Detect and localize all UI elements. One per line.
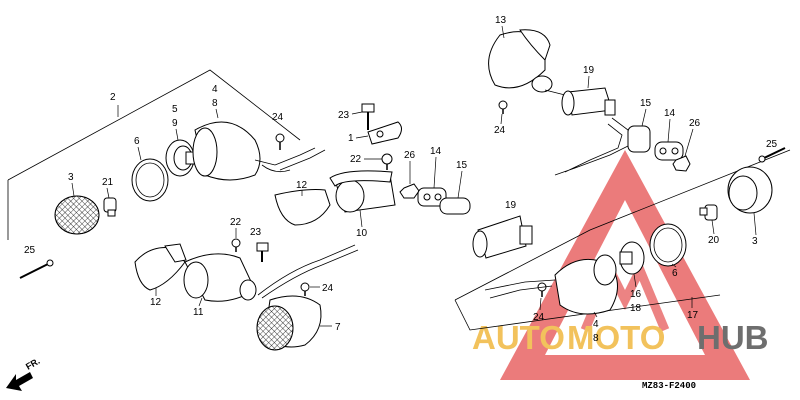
callout-6-left: 6 [134, 136, 140, 147]
relay-19-center [472, 215, 533, 259]
callout-19-upper: 19 [583, 65, 595, 76]
screw-24-lower-right [537, 282, 547, 297]
plate-14-center [417, 187, 447, 207]
callout-24-lower-left: 24 [322, 283, 334, 294]
bolt-23-lower [256, 242, 269, 262]
center-hardware: 23 1 22 12 10 26 14 15 19 [274, 103, 533, 259]
lens-3-right [727, 166, 773, 214]
callout-2: 2 [110, 92, 116, 103]
nut-26-upper [672, 155, 691, 172]
callout-5: 5 [172, 104, 178, 115]
callout-1: 1 [348, 133, 354, 144]
callout-26-upper: 26 [689, 118, 701, 129]
callout-21: 21 [102, 177, 114, 188]
winker-body-4-8 [192, 121, 291, 181]
callout-11: 11 [193, 307, 204, 318]
diagram-code: MZ83-F2400 [642, 381, 696, 391]
callout-24-upper-right: 24 [494, 125, 506, 136]
winker-7 [256, 295, 322, 351]
callout-22-upper: 22 [350, 154, 362, 165]
callout-12-upper: 12 [296, 180, 308, 191]
fr-label: FR. [24, 356, 42, 372]
assembly-2-frame [7, 69, 301, 181]
bulb-21 [103, 197, 117, 217]
winker-13 [488, 29, 566, 96]
callout-24-upper: 24 [272, 112, 284, 123]
callout-6-right: 6 [672, 268, 678, 279]
wire-harness-lower-left [257, 244, 359, 299]
callout-15-upper: 15 [640, 98, 652, 109]
callout-14-center: 14 [430, 146, 442, 157]
callout-16: 16 [630, 289, 642, 300]
callout-24-lower-right: 24 [533, 312, 545, 323]
callout-15-center: 15 [456, 160, 468, 171]
front-left-winker-assembly: 2 3 21 6 5 9 4 8 24 25 [7, 69, 326, 279]
bolt-25-right [758, 147, 786, 163]
winker-body-4-8-right [554, 254, 618, 315]
assembly-17-frame-lower [454, 294, 721, 331]
wire-harness-upper-left [274, 147, 326, 171]
watermark-moto: MOTO [567, 319, 665, 356]
callout-23-lower: 23 [250, 227, 262, 238]
callout-3-right: 3 [752, 236, 758, 247]
direction-indicator: FR. [6, 356, 42, 391]
callout-17: 17 [687, 310, 699, 321]
callout-9: 9 [172, 118, 178, 129]
front-right-winker-assembly: 12 11 22 23 24 7 [134, 217, 359, 351]
callout-8-left: 8 [212, 98, 218, 109]
wire-harness-lower-right [484, 279, 556, 299]
plate-15-center [439, 197, 471, 215]
watermark-triangle [500, 150, 750, 380]
callout-4-right: 4 [593, 319, 599, 330]
relay-19-upper [561, 87, 616, 116]
bracket-10 [329, 170, 396, 213]
plate-15-upper [627, 125, 651, 153]
callout-23-upper: 23 [338, 110, 350, 121]
watermark-auto: AUTO [472, 319, 565, 356]
callout-12-lower: 12 [150, 297, 162, 308]
rear-winker-assembly: 13 19 24 15 14 26 25 3 20 6 16 18 17 24 … [454, 15, 791, 344]
bolt-25-left [19, 259, 54, 279]
clamp-1 [367, 121, 402, 145]
callout-25-left: 25 [24, 245, 36, 256]
callout-19-center: 19 [505, 200, 517, 211]
socket-16-18 [619, 241, 645, 275]
callout-4-left: 4 [212, 84, 218, 95]
screw-22-upper [381, 153, 393, 170]
rim-6 [131, 158, 169, 202]
screw-24-upper-right [498, 100, 508, 114]
cover-12-upper [274, 189, 331, 226]
callout-22-lower: 22 [230, 217, 242, 228]
callout-14-upper: 14 [664, 108, 676, 119]
watermark: AUTO MOTO HUB [472, 150, 769, 380]
callout-20: 20 [708, 235, 720, 246]
rim-6-right [649, 223, 687, 267]
callout-7: 7 [335, 322, 341, 333]
screw-22-lower [231, 238, 241, 252]
plate-14-upper [654, 141, 684, 161]
nut-26-center [399, 183, 420, 199]
callout-25-right: 25 [766, 139, 778, 150]
fr-arrow-icon [6, 372, 33, 391]
callout-10: 10 [356, 228, 368, 239]
bolt-23-upper [361, 103, 375, 130]
screw-24-upper [275, 133, 285, 150]
callout-13: 13 [495, 15, 507, 26]
callout-3-left: 3 [68, 172, 74, 183]
wire-harness-upper-right [554, 117, 631, 176]
bulb-20 [699, 204, 718, 221]
callout-26-center: 26 [404, 150, 416, 161]
socket-5-9 [165, 139, 199, 177]
screw-24-lower-left [300, 282, 310, 296]
bracket-11 [183, 253, 257, 302]
callout-8-right: 8 [593, 333, 599, 344]
watermark-hub: HUB [697, 319, 769, 356]
callout-18: 18 [630, 303, 642, 314]
assembly-17-frame [454, 149, 791, 301]
